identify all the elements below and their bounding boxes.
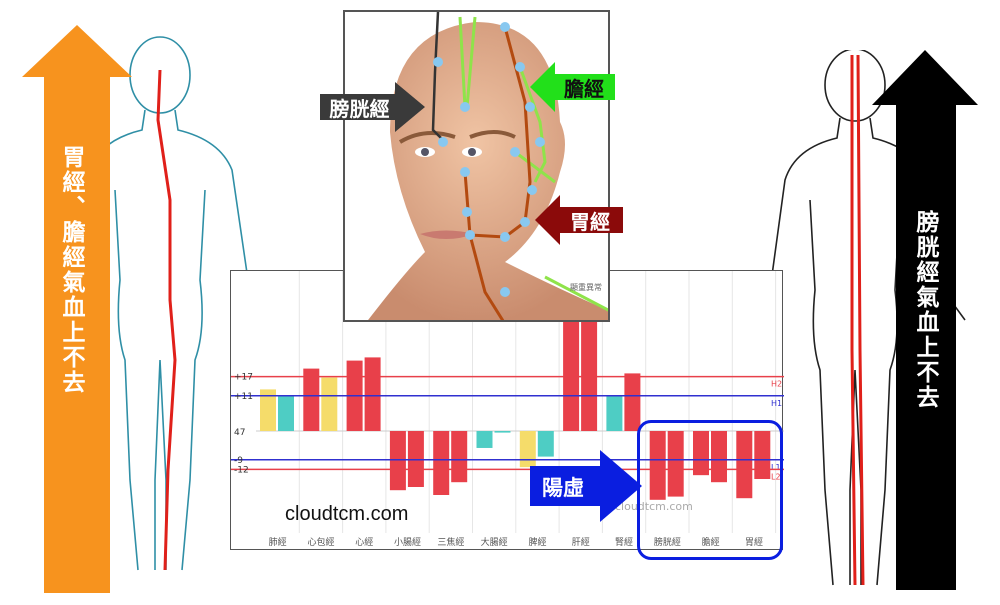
gallbladder-meridian-arrow xyxy=(530,62,615,112)
head-meridian-illustration: 顯重異常 xyxy=(343,10,610,322)
y-baseline-label: 47 xyxy=(234,428,245,438)
bar-腎經-left xyxy=(606,395,623,431)
x-tick-label: 膀胱經 xyxy=(654,536,681,548)
bar-小腸經-right xyxy=(407,431,424,487)
x-tick-label: 肝經 xyxy=(572,536,590,548)
bar-大腸經-right xyxy=(494,431,511,433)
gallbladder-meridian-label: 膽經 xyxy=(564,76,604,101)
yang-deficiency-label: 陽虛 xyxy=(542,476,584,500)
reference-tag: L2 xyxy=(771,472,781,481)
bar-心經-right xyxy=(364,357,381,431)
bar-肺經-right xyxy=(278,395,294,431)
y-tick-label: +11 xyxy=(234,392,253,402)
bar-大腸經-left xyxy=(476,431,493,448)
bladder-meridian-label: 膀胱經 xyxy=(329,96,390,121)
yang-deficiency-arrow xyxy=(530,450,642,522)
left-up-arrow xyxy=(22,25,132,593)
bar-小腸經-left xyxy=(389,431,406,491)
bar-心包經-left xyxy=(303,368,320,431)
x-tick-label: 心包經 xyxy=(307,536,334,548)
stomach-meridian-label: 胃經 xyxy=(570,209,610,234)
y-tick-label: +17 xyxy=(234,373,253,383)
right-arrow-label: 膀胱經氣血上不去 xyxy=(912,210,938,410)
site-label: cloudtcm.com xyxy=(285,503,409,525)
x-tick-label: 心經 xyxy=(355,536,373,548)
bar-腎經-right xyxy=(624,373,641,431)
x-tick-label: 腎經 xyxy=(615,536,633,548)
y-tick-label: -9 xyxy=(234,456,243,466)
x-tick-label: 大腸經 xyxy=(481,536,508,548)
stomach-meridian-arrow xyxy=(535,195,623,245)
left-arrow-label: 胃經、膽經氣血上不去 xyxy=(58,145,84,395)
reference-tag: H1 xyxy=(771,399,782,408)
bar-脾經-right xyxy=(537,431,554,457)
bar-膀胱經-right xyxy=(667,431,684,497)
yang-deficiency-highlight-box xyxy=(637,420,783,560)
x-tick-label: 肺經 xyxy=(269,536,287,548)
head-watermark: 顯重異常 xyxy=(570,283,602,292)
bar-三焦經-right xyxy=(451,431,468,483)
bladder-meridian-arrow xyxy=(320,82,425,132)
x-tick-label: 小腸經 xyxy=(394,536,421,548)
right-up-arrow xyxy=(872,50,978,590)
bar-心包經-right xyxy=(321,377,338,431)
y-tick-label: -12 xyxy=(234,465,249,475)
x-tick-label: 膽經 xyxy=(702,536,720,548)
x-tick-label: 脾經 xyxy=(528,536,546,548)
x-tick-label: 三焦經 xyxy=(437,536,464,548)
reference-tag: L1 xyxy=(771,463,781,472)
chart-watermark: cloudtcm.com xyxy=(615,500,693,513)
bar-膽經-left xyxy=(693,431,709,476)
bar-肺經-left xyxy=(260,389,276,431)
bar-三焦經-left xyxy=(433,431,450,495)
bar-胃經-left xyxy=(736,431,753,499)
bar-脾經-left xyxy=(519,431,536,468)
bar-胃經-right xyxy=(754,431,771,479)
bar-膀胱經-left xyxy=(649,431,666,500)
x-tick-label: 胃經 xyxy=(745,536,763,548)
bar-肝經-right xyxy=(581,303,598,431)
bar-肝經-left xyxy=(563,303,580,431)
reference-tag: H2 xyxy=(771,380,782,389)
